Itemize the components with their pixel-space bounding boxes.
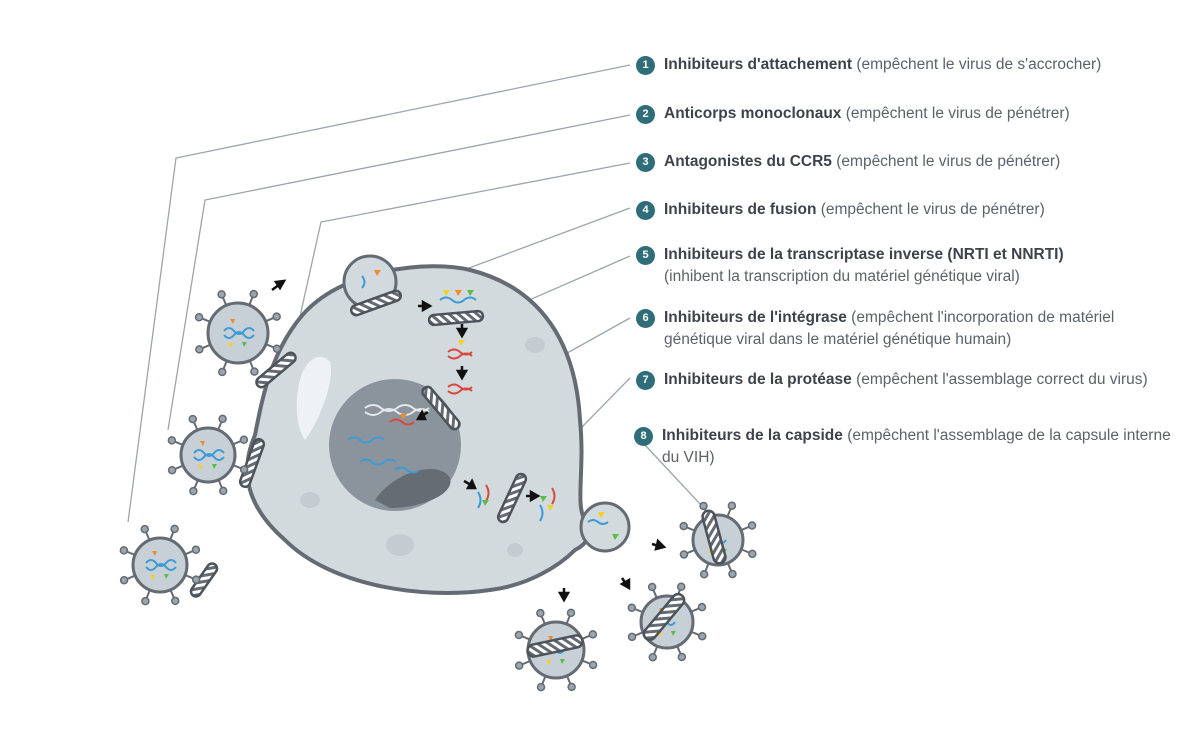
budding-virus	[579, 501, 631, 553]
cytoplasm-genetic-material	[361, 275, 609, 525]
legend-description: (empêchent l'assemblage de la capsule in…	[662, 427, 1171, 466]
legend-item-5: 5 Inhibiteurs de la transcriptase inverse…	[636, 244, 1186, 288]
inhibitor-bar-protease	[496, 472, 528, 524]
inhibitor-bars	[189, 289, 528, 598]
legend-text: Inhibiteurs de la protéase (empêchent l'…	[664, 369, 1186, 391]
inhibitor-bar-protease-released	[526, 634, 584, 658]
legend-drug-class: Anticorps monoclonaux	[664, 105, 842, 122]
legend-text: Inhibiteurs de l'intégrase (empêchent l'…	[664, 307, 1186, 351]
legend-drug-class: Antagonistes du CCR5	[664, 153, 832, 170]
inhibitor-bar-fusion	[350, 289, 402, 317]
legend-drug-class: Inhibiteurs de l'intégrase	[664, 309, 847, 326]
inhibitor-bar-antibody	[238, 437, 266, 489]
legend-number-badge: 4	[636, 201, 655, 220]
legend-description: (empêchent le virus de pénétrer)	[836, 153, 1061, 170]
markers	[374, 270, 619, 540]
legend-item-6: 6 Inhibiteurs de l'intégrase (empêchent l…	[636, 307, 1186, 351]
legend-item-8: 8 Inhibiteurs de la capside (empêchent l'…	[634, 425, 1184, 469]
legend-drug-class: Inhibiteurs de fusion	[664, 201, 817, 218]
inhibitor-bar-attachment	[189, 562, 219, 598]
arrows	[271, 279, 667, 603]
legend-number-badge: 3	[636, 153, 655, 172]
inhibitor-bar-integrase	[421, 385, 461, 431]
legend-text: Inhibiteurs d'attachement (empêchent le …	[664, 54, 1186, 76]
legend-drug-class: Inhibiteurs de la capside	[662, 427, 843, 444]
free-virus	[194, 289, 282, 377]
cell-vesicle	[507, 543, 523, 557]
inhibitor-bar-protease-released	[642, 592, 686, 642]
free-virus	[167, 414, 249, 496]
legend-number-badge: 1	[636, 56, 655, 75]
legend-description: (empêchent le virus de pénétrer)	[820, 201, 1045, 218]
legend-text: Antagonistes du CCR5 (empêchent le virus…	[664, 151, 1186, 173]
legend-text: Anticorps monoclonaux (empêchent le viru…	[664, 103, 1186, 125]
virus-layer	[119, 289, 757, 692]
legend-description: (empêchent le virus de pénétrer)	[845, 105, 1070, 122]
leader-line-2	[167, 114, 631, 431]
inhibitor-bar-capsid	[701, 509, 727, 565]
legend-number-badge: 8	[634, 427, 653, 446]
legend-number-badge: 6	[636, 309, 655, 328]
legend-number-badge: 5	[636, 246, 655, 265]
inhibitor-bar-ccr5	[255, 351, 297, 389]
legend-number-badge: 7	[636, 371, 655, 390]
legend-text: Inhibiteurs de la capside (empêchent l'a…	[662, 425, 1184, 469]
cell-vesicle	[525, 337, 545, 353]
legend-number-badge: 2	[636, 105, 655, 124]
inhibitor-bar-transcriptase	[427, 309, 485, 327]
capsid-bars	[526, 509, 727, 658]
legend-description: (empêchent l'incorporation de matériel g…	[664, 309, 1115, 348]
legend-item-2: 2 Anticorps monoclonaux (empêchent le vir…	[636, 103, 1186, 125]
legend-item-3: 3 Antagonistes du CCR5 (empêchent le viru…	[636, 151, 1186, 173]
legend-description: (inhibent la transcription du matériel g…	[664, 268, 1020, 285]
legend-text: Inhibiteurs de la transcriptase inverse …	[664, 244, 1186, 288]
legend-description: (empêchent le virus de s'accrocher)	[856, 56, 1102, 73]
leader-line-3	[296, 162, 631, 331]
legend-drug-class: Inhibiteurs de la transcriptase inverse …	[664, 246, 1064, 263]
legend-item-4: 4 Inhibiteurs de fusion (empêchent le vir…	[636, 199, 1186, 221]
cell-highlight	[296, 356, 331, 440]
legend-drug-class: Inhibiteurs d'attachement	[664, 56, 852, 73]
nucleolus	[375, 469, 451, 508]
free-virus	[119, 524, 201, 606]
legend-drug-class: Inhibiteurs de la protéase	[664, 371, 852, 388]
legend-description: (empêchent l'assemblage correct du virus…	[856, 371, 1148, 388]
legend-item-7: 7 Inhibiteurs de la protéase (empêchent l…	[636, 369, 1186, 391]
cell-vesicle	[386, 534, 414, 556]
legend-text: Inhibiteurs de fusion (empêchent le viru…	[664, 199, 1186, 221]
cell-vesicle	[300, 492, 320, 508]
leader-line-1	[127, 64, 631, 523]
nucleus-dna	[347, 404, 430, 474]
legend-item-1: 1 Inhibiteurs d'attachement (empêchent le…	[636, 54, 1186, 76]
